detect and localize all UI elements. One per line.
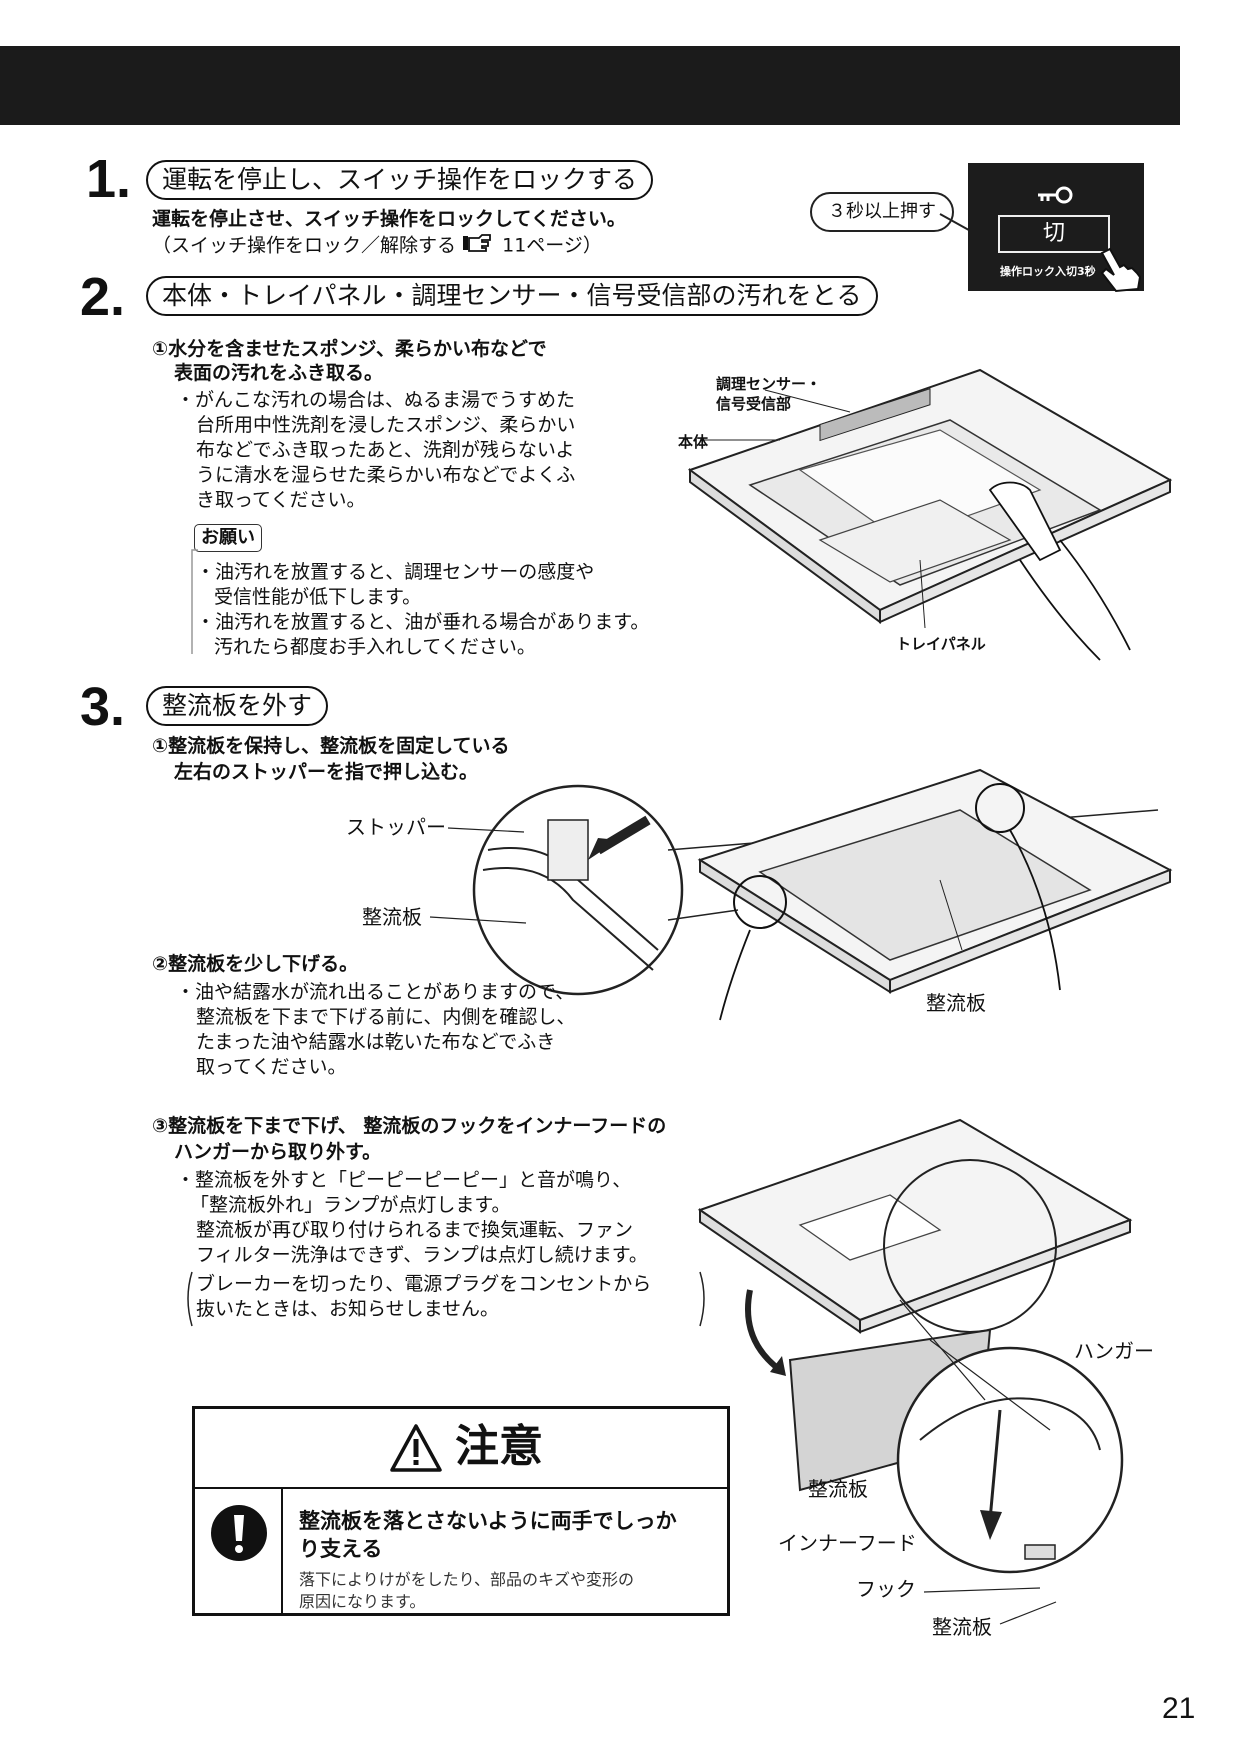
- label-body: 本体: [678, 433, 709, 451]
- hood-illustration-stoppers: [697, 768, 1173, 1021]
- label-inner-hood: インナーフード: [778, 1531, 917, 1555]
- pointing-hand-icon: [462, 233, 496, 259]
- page-number: 21: [1162, 1692, 1196, 1725]
- caution-sub-1: 落下によりけがをしたり、部品のキズや変形の: [299, 1570, 635, 1589]
- step-3-title: 整流板を外す: [146, 686, 329, 726]
- label-plate-1: 整流板: [362, 905, 422, 929]
- step-1-title: 運転を停止し、スイッチ操作をロックする: [146, 160, 654, 200]
- label-tray-panel: トレイパネル: [896, 635, 986, 653]
- panel-caption: 操作ロック入切3秒: [1000, 265, 1096, 278]
- caution-main-text: 整流板を落とさないように両手でしっか り支える: [299, 1507, 677, 1563]
- request-1: ・油汚れを放置すると、調理センサーの感度や: [196, 561, 595, 583]
- step-3-note3-3: 整流板が再び取り付けられるまで換気運転、ファン: [196, 1219, 634, 1241]
- step-2-note-1: ・がんこな汚れの場合は、ぬるま湯でうすめた: [176, 389, 576, 411]
- request-bracket: [191, 549, 198, 654]
- caution-header: 注意: [195, 1409, 727, 1489]
- step-3-number: 3.: [80, 677, 126, 737]
- stopper-leader: [447, 827, 525, 833]
- label-hanger: ハンガー: [1074, 1339, 1154, 1363]
- header-band: [0, 46, 1180, 125]
- step-3-note2-3: たまった油や結露水は乾いた布などでふき: [196, 1031, 556, 1053]
- paren-bracket: [187, 1271, 705, 1327]
- step-1-number: 1.: [86, 149, 132, 209]
- step-3-inst-3b: ハンガーから取り外す。: [174, 1141, 382, 1163]
- step-1-ref: （スイッチ操作をロック／解除する 11ページ）: [152, 233, 602, 259]
- plate-leader-4: [999, 1601, 1057, 1625]
- step-3-inst-2: ②整流板を少し下げる。: [152, 953, 359, 975]
- step-2-note-5: き取ってください。: [196, 489, 366, 511]
- request-3: ・油汚れを放置すると、油が垂れる場合があります。: [196, 611, 650, 633]
- stopper-detail-illustration: [472, 784, 1159, 996]
- press-3sec-callout: ３秒以上押す: [810, 192, 954, 232]
- caution-sub-text: 落下によりけがをしたり、部品のキズや変形の 原因になります。: [299, 1569, 634, 1613]
- request-2: 受信性能が低下します。: [214, 586, 422, 608]
- label-plate-3: 整流板: [808, 1477, 868, 1501]
- step-2-inst-1: ①水分を含ませたスポンジ、柔らかい布などで: [152, 338, 547, 360]
- warning-triangle-icon: [390, 1424, 442, 1472]
- step-1-ref-page: 11ページ）: [502, 234, 602, 257]
- step-2-note-4: うに清水を湿らせた柔らかい布などでよくふ: [196, 464, 576, 486]
- step-3-note3-4: フィルター洗浄はできず、ランプは点灯し続けます。: [196, 1244, 648, 1266]
- step-1-ref-text: （スイッチ操作をロック／解除する: [152, 234, 457, 257]
- key-icon: [1038, 186, 1073, 204]
- label-plate-4: 整流板: [932, 1615, 992, 1639]
- caution-main-1: 整流板を落とさないように両手でしっか: [299, 1509, 677, 1533]
- step-1-text: 運転を停止させ、スイッチ操作をロックしてください。: [152, 208, 626, 230]
- step-3-note3-1: ・整流板を外すと「ピーピーピーピー」と音が鳴り、: [176, 1169, 632, 1191]
- exclamation-icon: [211, 1505, 267, 1561]
- step-3-inst-3a: ③整流板を下まで下げ、 整流板のフックをインナーフードの: [152, 1115, 667, 1137]
- hook-leader: [923, 1587, 1041, 1593]
- label-hook: フック: [856, 1577, 916, 1601]
- step-3-inst-1a: ①整流板を保持し、整流板を固定している: [152, 735, 510, 757]
- off-lock-button[interactable]: 切: [998, 215, 1110, 253]
- caution-main-2: り支える: [299, 1537, 383, 1561]
- control-panel: 切 操作ロック入切3秒: [968, 163, 1144, 293]
- caution-sub-2: 原因になります。: [299, 1592, 426, 1611]
- step-3-note2-1: ・油や結露水が流れ出ることがありますので、: [176, 981, 575, 1003]
- pressing-hand-icon: [1100, 247, 1142, 293]
- step-3-note2-2: 整流板を下まで下げる前に、内側を確認し、: [196, 1006, 576, 1028]
- step-2-title: 本体・トレイパネル・調理センサー・信号受信部の汚れをとる: [146, 276, 878, 316]
- plate-leader-1: [429, 916, 527, 924]
- step-3-inst-1b: 左右のストッパーを指で押し込む。: [174, 761, 479, 783]
- label-sensor-1: 調理センサー・: [716, 375, 822, 393]
- step-3-note3-2: 「整流板外れ」ランプが点灯します。: [190, 1194, 511, 1216]
- paren-note-1: ブレーカーを切ったり、電源プラグをコンセントから: [196, 1273, 652, 1295]
- caution-icon-cell: [195, 1489, 283, 1613]
- request-4: 汚れたら都度お手入れしてください。: [214, 636, 536, 658]
- step-2-note-2: 台所用中性洗剤を浸したスポンジ、柔らかい: [196, 414, 576, 436]
- hood-illustration-cleaning: [687, 368, 1173, 661]
- request-tag: お願い: [194, 524, 262, 552]
- caution-box: 注意 整流板を落とさないように両手でしっか り支える 落下によりけがをしたり、部…: [192, 1406, 730, 1616]
- hood-illustration-removal: [697, 1118, 1133, 1574]
- label-stopper: ストッパー: [346, 815, 446, 839]
- step-3-note2-4: 取ってください。: [196, 1056, 347, 1078]
- step-2-note-3: 布などでふき取ったあと、洗剤が残らないよ: [196, 439, 575, 461]
- caution-title: 注意: [455, 1421, 543, 1472]
- step-2-inst-2: 表面の汚れをふき取る。: [174, 362, 384, 384]
- paren-note-2: 抜いたときは、お知らせしません。: [196, 1298, 500, 1320]
- label-sensor-2: 信号受信部: [716, 395, 792, 413]
- step-2-number: 2.: [80, 267, 126, 327]
- label-plate-2: 整流板: [926, 991, 986, 1015]
